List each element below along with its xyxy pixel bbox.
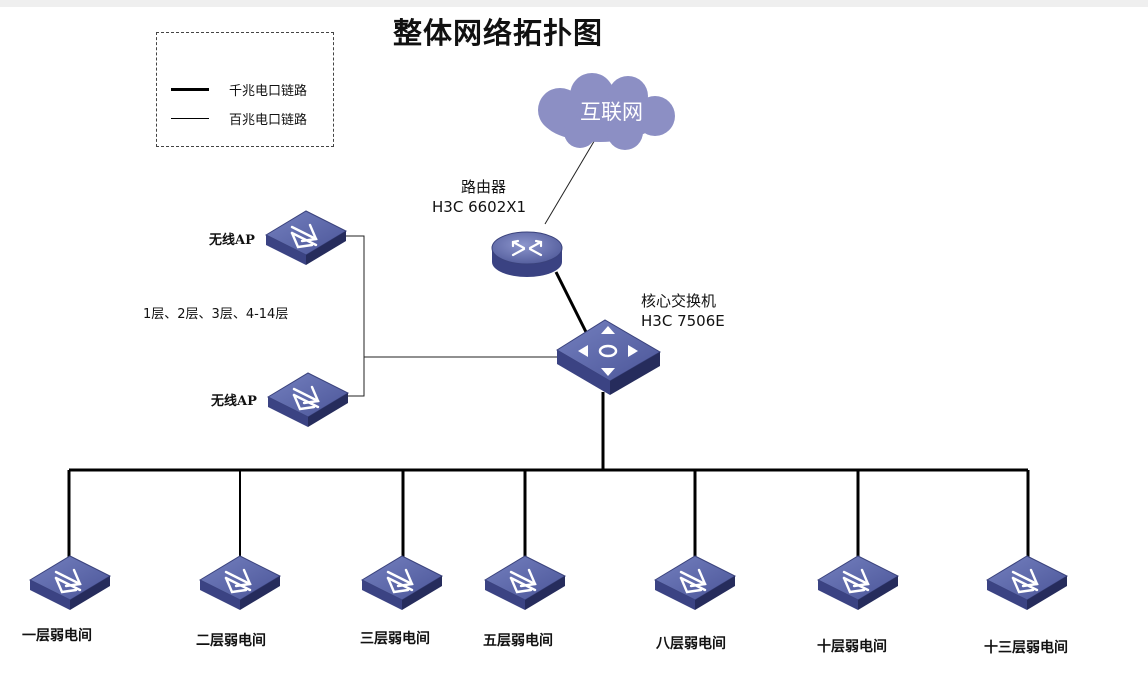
floor-room-label: 八层弱电间 xyxy=(656,636,726,652)
floor-room-label: 十三层弱电间 xyxy=(984,640,1068,656)
ap-bus-link xyxy=(333,235,365,397)
wireless-ap-icon xyxy=(266,371,350,429)
floor-room-label: 一层弱电间 xyxy=(22,628,92,644)
floor-room-label: 三层弱电间 xyxy=(360,631,430,647)
floors-note: 1层、2层、3层、4-14层 xyxy=(143,307,289,322)
floor-switch-icon xyxy=(985,554,1069,612)
floor-room-label: 十层弱电间 xyxy=(817,639,887,655)
floor-room-label: 二层弱电间 xyxy=(196,633,266,649)
internet-router-link xyxy=(544,137,597,225)
legend-thin-line xyxy=(171,118,209,119)
router-icon xyxy=(491,231,563,277)
page-title: 整体网络拓扑图 xyxy=(393,16,604,50)
floor-switch-icon xyxy=(360,554,444,612)
floor-switch-icon xyxy=(653,554,737,612)
core-switch-model: H3C 7506E xyxy=(641,312,725,330)
top-bar xyxy=(0,0,1148,7)
floor-switch-icon xyxy=(483,554,567,612)
wireless-ap-label: 无线AP xyxy=(211,394,257,409)
internet-label: 互联网 xyxy=(580,100,643,124)
floor-switch-icon xyxy=(28,554,112,612)
internet-cloud-icon xyxy=(538,73,675,150)
floor-switch-icon xyxy=(816,554,900,612)
router-model: H3C 6602X1 xyxy=(432,198,527,216)
floor-room-label: 五层弱电间 xyxy=(483,633,553,649)
router-core-link xyxy=(554,271,590,337)
router-name: 路由器 xyxy=(461,178,507,196)
core-switch-icon xyxy=(556,319,661,395)
wireless-ap-icon xyxy=(264,209,348,267)
core-switch-name: 核心交换机 xyxy=(641,292,717,310)
legend-fast-label: 百兆电口链路 xyxy=(229,113,308,128)
wireless-ap-label: 无线AP xyxy=(209,233,255,248)
legend: 千兆电口链路 百兆电口链路 xyxy=(156,32,334,147)
legend-thick-line xyxy=(171,88,209,91)
legend-gigabit-label: 千兆电口链路 xyxy=(229,84,308,99)
floor-switch-icon xyxy=(198,554,282,612)
